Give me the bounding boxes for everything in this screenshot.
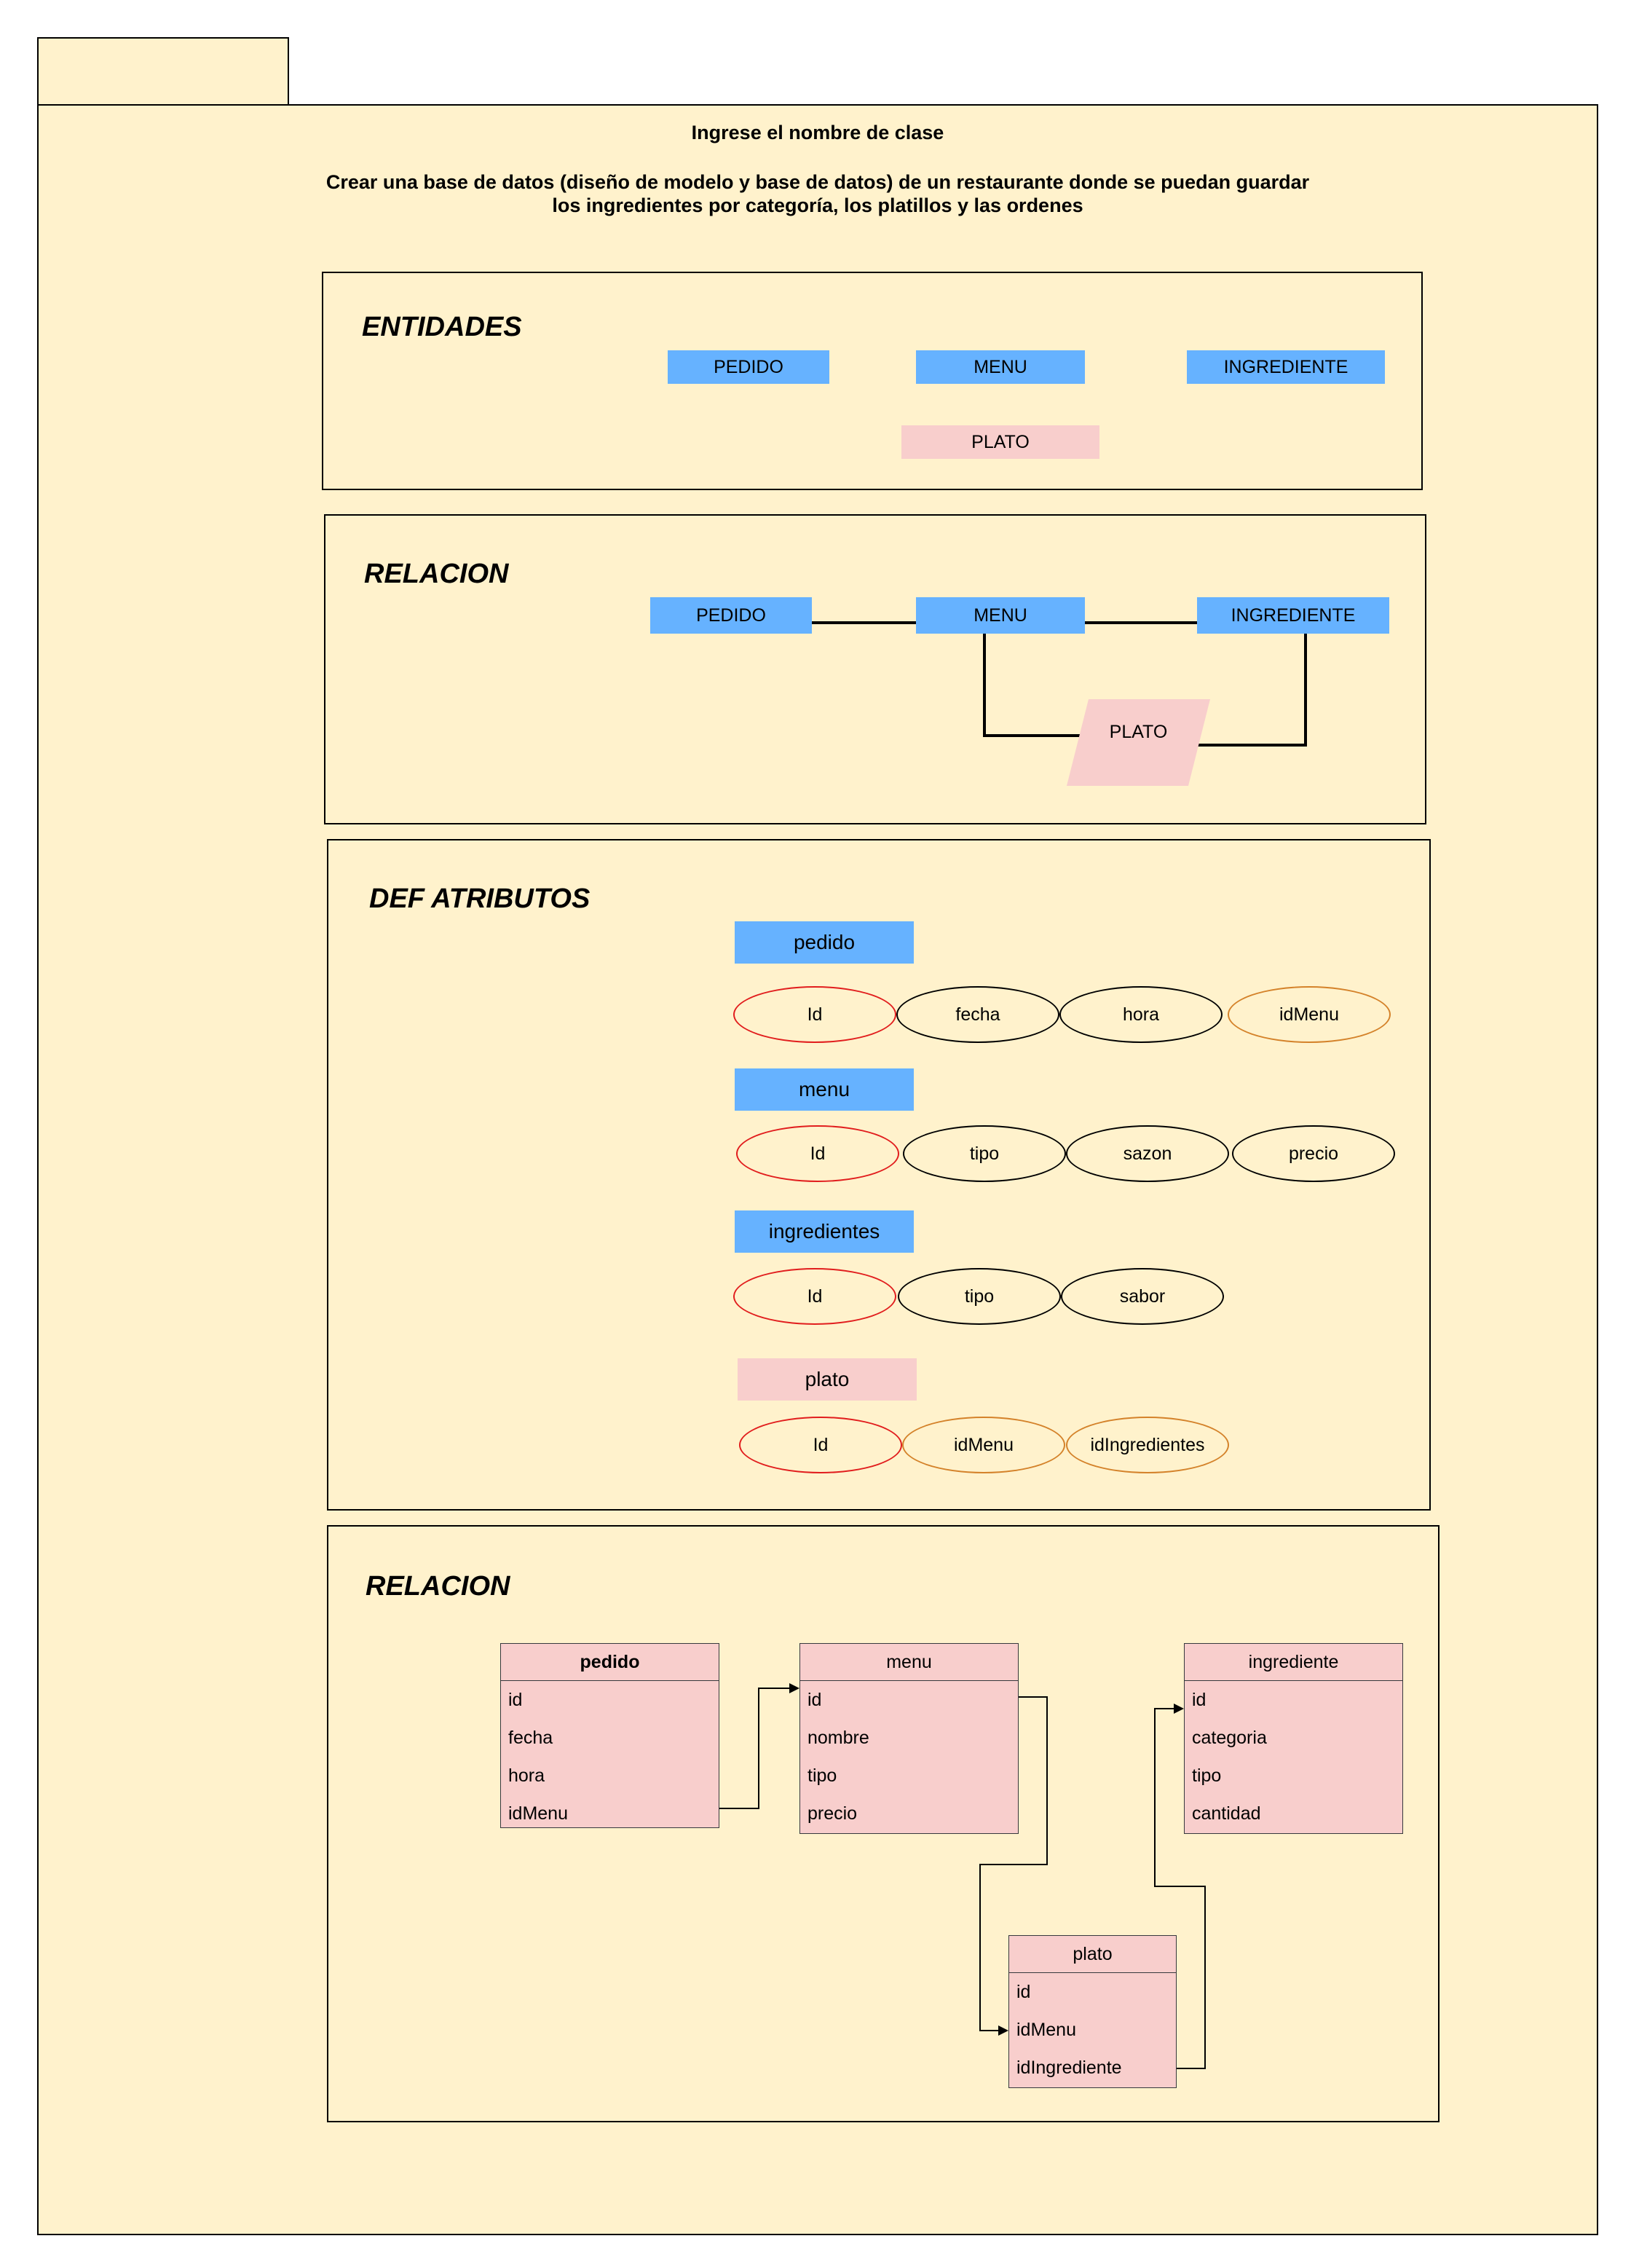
relacion-ingrediente: INGREDIENTE [1197,597,1389,634]
entity-pedido: PEDIDO [668,350,829,384]
page-title: Ingrese el nombre de clase [691,122,944,143]
table-pedido: pedido id fecha hora idMenu [500,1643,719,1828]
table-menu: menu id nombre tipo precio [799,1643,1019,1834]
table-plato-field: idIngrediente [1016,2057,1122,2078]
table-pedido-field: hora [508,1765,545,1786]
table-plato: plato id idMenu idIngrediente [1008,1935,1177,2088]
atributos-panel [327,839,1431,1511]
attr-group-pedido: pedido [735,921,914,964]
entity-menu: MENU [916,350,1085,384]
link-menu-plato [983,634,1085,737]
relacion-menu: MENU [916,597,1085,634]
attr-menu-tipo: tipo [903,1125,1066,1182]
arrow-menu-plato [998,2025,1008,2036]
relacion-panel-2 [327,1525,1440,2122]
attr-plato-idmenu: idMenu [902,1417,1065,1473]
table-ingrediente-field: cantidad [1192,1803,1261,1824]
table-menu-field: id [807,1689,822,1710]
table-plato-header: plato [1009,1936,1176,1973]
entity-plato: PLATO [901,425,1099,459]
table-ingrediente: ingrediente id categoria tipo cantidad [1184,1643,1403,1834]
attr-ingredientes-sabor: sabor [1061,1268,1224,1325]
arrow-pedido-menu [789,1683,799,1693]
attr-group-menu: menu [735,1068,914,1111]
table-pedido-field: fecha [508,1727,553,1748]
table-plato-field: id [1016,1981,1031,2002]
arrow-plato-ingrediente [1174,1704,1184,1714]
fk-menu-plato [979,1696,1048,2031]
table-ingrediente-field: categoria [1192,1727,1267,1748]
table-ingrediente-header: ingrediente [1185,1644,1402,1681]
table-ingrediente-field: tipo [1192,1765,1222,1786]
table-pedido-field: id [508,1689,523,1710]
entidades-panel [322,272,1423,490]
attr-menu-precio: precio [1232,1125,1395,1182]
relacion-heading-2: RELACION [366,1571,510,1602]
link-ingrediente-plato [1194,634,1307,747]
attr-pedido-idmenu: idMenu [1228,986,1391,1043]
relacion-heading-1: RELACION [364,559,509,589]
table-menu-field: tipo [807,1765,837,1786]
attr-group-plato: plato [738,1358,917,1401]
attr-pedido-id: Id [733,986,896,1043]
plato-shape [1067,699,1210,786]
relacion-plato-label: PLATO [1109,721,1168,742]
entidades-heading: ENTIDADES [362,312,522,342]
attr-pedido-fecha: fecha [896,986,1059,1043]
table-pedido-field: idMenu [508,1803,568,1824]
fk-pedido-menu [719,1688,798,1809]
attr-menu-id: Id [736,1125,899,1182]
container-tab [37,37,289,105]
attr-menu-sazon: sazon [1066,1125,1229,1182]
fk-plato-ingrediente [1154,1708,1206,2069]
table-pedido-header: pedido [501,1644,719,1681]
description-line-1: Crear una base de datos (diseño de model… [325,171,1310,193]
attr-ingredientes-id: Id [733,1268,896,1325]
table-ingrediente-field: id [1192,1689,1207,1710]
description-line-2: los ingredientes por categoría, los plat… [552,194,1083,216]
atributos-heading: DEF ATRIBUTOS [369,883,591,914]
attr-plato-id: Id [739,1417,902,1473]
table-plato-field: idMenu [1016,2019,1076,2040]
relacion-panel-1 [324,514,1426,824]
entity-ingrediente: INGREDIENTE [1187,350,1385,384]
attr-pedido-hora: hora [1059,986,1223,1043]
table-menu-header: menu [800,1644,1018,1681]
attr-ingredientes-tipo: tipo [898,1268,1061,1325]
attr-group-ingredientes: ingredientes [735,1210,914,1253]
relacion-pedido: PEDIDO [650,597,812,634]
attr-plato-idingredientes: idIngredientes [1066,1417,1229,1473]
table-menu-field: precio [807,1803,858,1824]
table-menu-field: nombre [807,1727,869,1748]
